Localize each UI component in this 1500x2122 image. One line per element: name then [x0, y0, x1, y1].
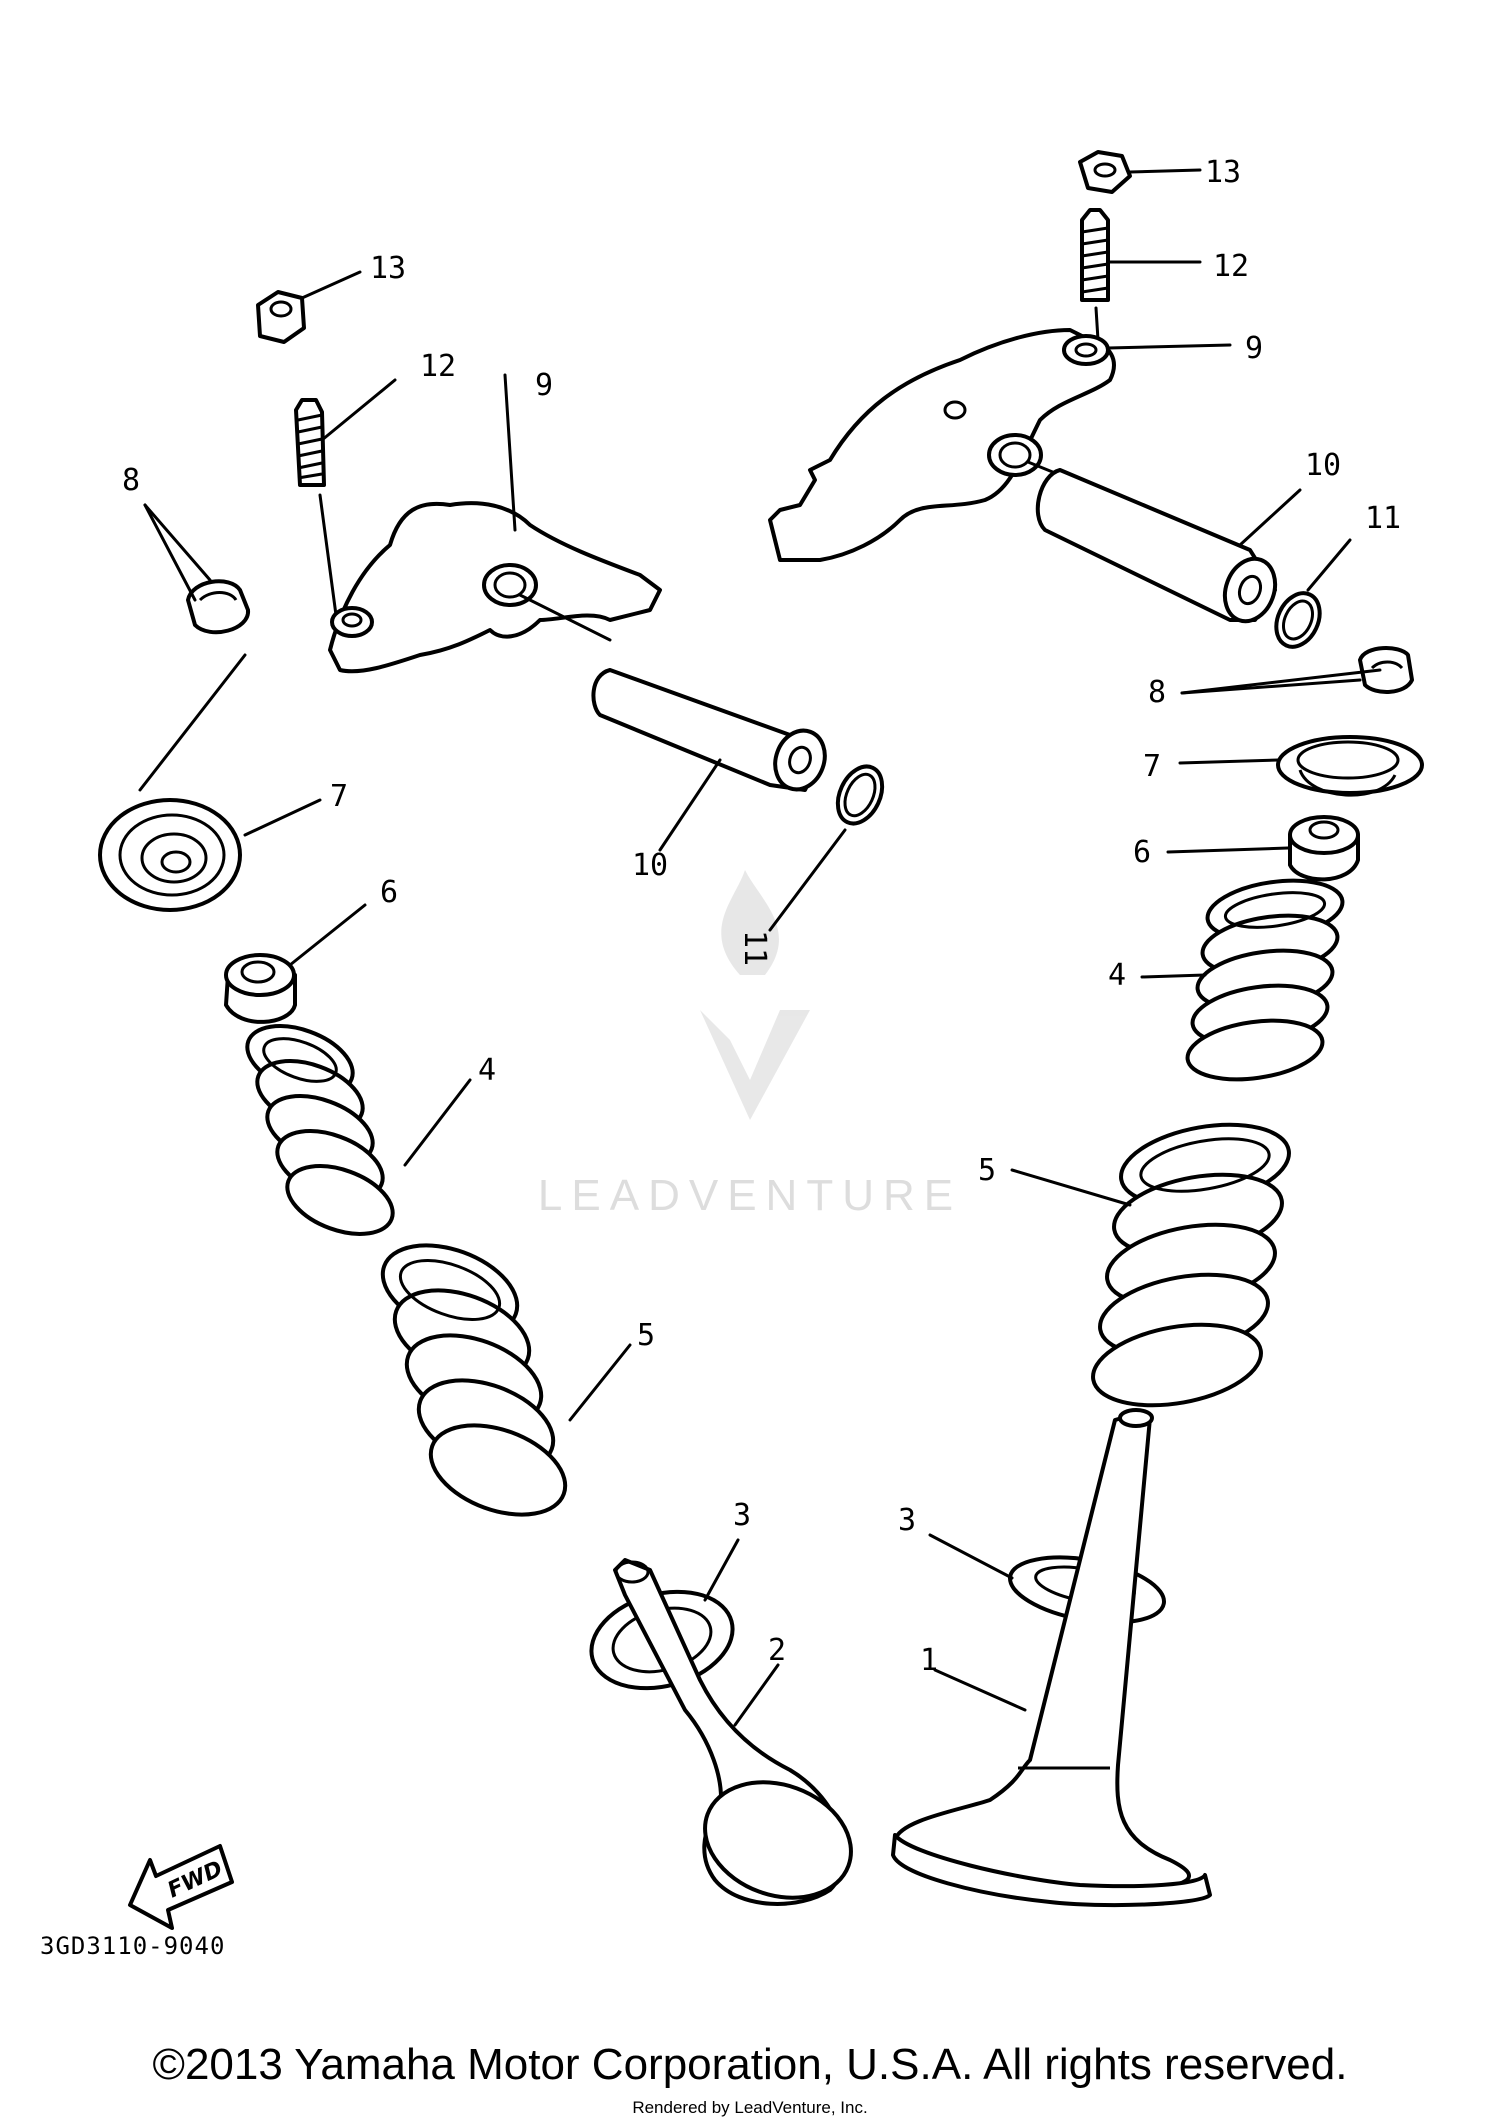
- callout-4-right: 4: [1108, 958, 1126, 993]
- copyright-notice: ©2013 Yamaha Motor Corporation, U.S.A. A…: [152, 2040, 1348, 2089]
- callout-6-left: 6: [380, 875, 398, 910]
- callout-2: 2: [768, 1633, 786, 1668]
- leadventure-watermark: LEADVENTURE: [538, 870, 962, 1220]
- callout-6-right: 6: [1133, 835, 1151, 870]
- callout-5-right: 5: [978, 1153, 996, 1188]
- callout-10-left: 10: [632, 848, 668, 883]
- callout-3-right: 3: [898, 1503, 916, 1538]
- callout-13-right: 13: [1205, 155, 1241, 190]
- callout-8-left: 8: [122, 463, 140, 498]
- part-7-retainer-left: [98, 798, 322, 912]
- part-4-spring-left: [245, 1024, 472, 1236]
- callout-11-left: 11: [737, 930, 772, 966]
- part-10-shaft-right: [1026, 460, 1302, 624]
- callout-12-right: 12: [1213, 249, 1249, 284]
- part-9-rocker-arm-left: [328, 373, 662, 674]
- part-8-cotters-left: [138, 503, 250, 792]
- callout-5-left: 5: [637, 1318, 655, 1353]
- rendered-by-notice: Rendered by LeadVenture, Inc.: [632, 2098, 868, 2117]
- part-9-rocker-arm-right: [768, 328, 1232, 562]
- part-11-oring-right: [1274, 538, 1352, 649]
- part-11-oring-left: [768, 764, 885, 932]
- callout-11-right: 11: [1365, 501, 1401, 536]
- part-4-spring-right: [1140, 878, 1345, 1082]
- part-6-seal-left: [224, 903, 367, 1024]
- callout-9-right: 9: [1245, 331, 1263, 366]
- part-7-retainer-right: [1178, 735, 1424, 797]
- part-12-stud-left: [294, 378, 397, 617]
- part-10-shaft-left: [518, 593, 827, 852]
- callout-9-left: 9: [535, 368, 553, 403]
- callout-3-left: 3: [733, 1498, 751, 1533]
- callout-13-left: 13: [370, 251, 406, 286]
- diagram-code: 3GD3110-9040: [40, 1932, 226, 1960]
- callout-10-right: 10: [1305, 448, 1341, 483]
- part-1-valve: [891, 1408, 1212, 1908]
- callout-8-right: 8: [1148, 675, 1166, 710]
- callout-1: 1: [920, 1643, 938, 1678]
- part-6-seal-right: [1166, 815, 1360, 882]
- callout-7-left: 7: [330, 779, 348, 814]
- part-13-nut-left: [256, 270, 362, 344]
- fwd-arrow-icon: FWD: [128, 1844, 234, 1930]
- part-5-spring-right: [1010, 1122, 1291, 1408]
- watermark-text: LEADVENTURE: [538, 1171, 962, 1220]
- part-12-stud-right: [1080, 208, 1202, 342]
- callout-4-left: 4: [478, 1053, 496, 1088]
- part-8-cotters-right: [1180, 646, 1414, 695]
- part-5-spring-left: [380, 1243, 632, 1517]
- part-2-valve: [613, 1558, 853, 1906]
- part-13-nut-right: [1078, 150, 1202, 194]
- callout-7-right: 7: [1143, 749, 1161, 784]
- callout-12-left: 12: [420, 349, 456, 384]
